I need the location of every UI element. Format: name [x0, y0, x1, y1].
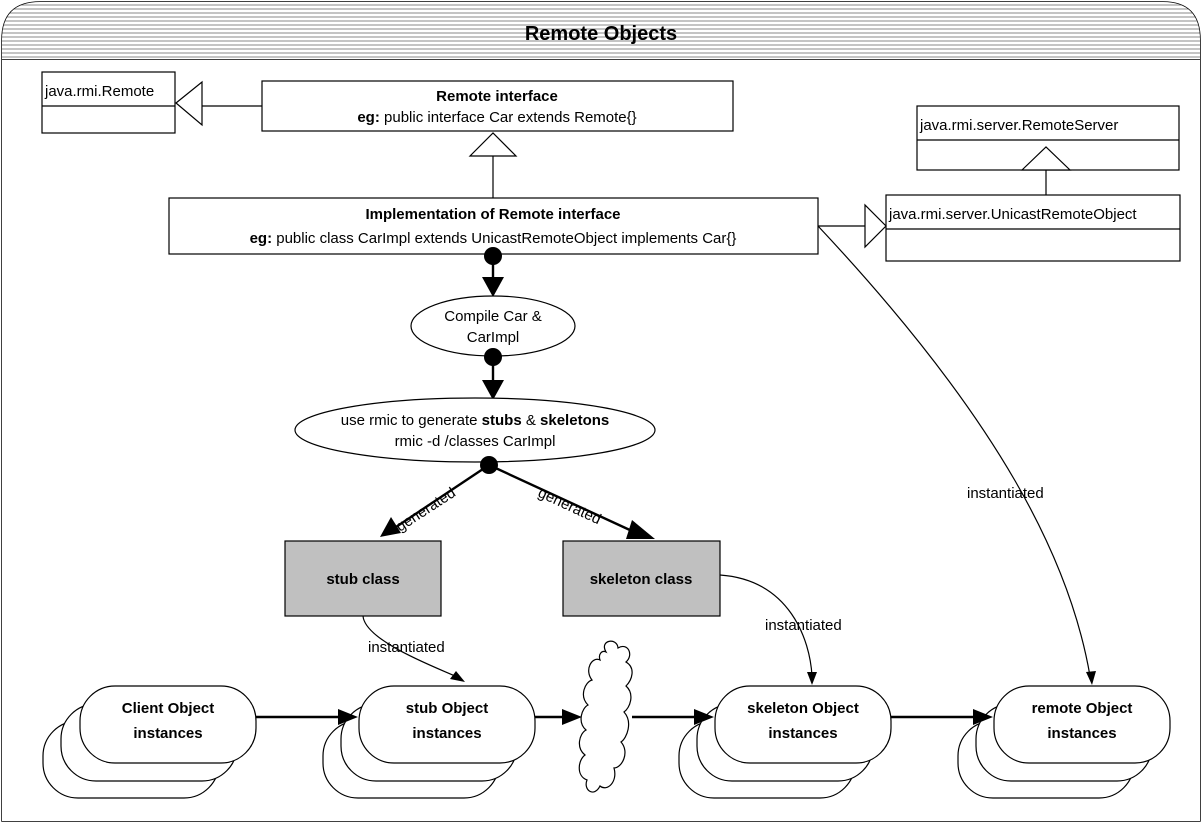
extends-remote-server-edge	[1020, 146, 1072, 195]
unicast-remote-object-box: java.rmi.server.UnicastRemoteObject	[885, 194, 1181, 262]
compile-step: Compile Car & CarImpl	[410, 295, 576, 357]
compile-line-2: CarImpl	[467, 329, 520, 346]
implementation-example: eg: public class CarImpl extends Unicast…	[250, 230, 737, 247]
rmic-step: use rmic to generate stubs & skeletons r…	[294, 397, 656, 463]
instantiated-edges: instantiated instantiated instantiated	[362, 225, 1096, 685]
stub-object-line-1: stub Object	[406, 700, 489, 717]
remote-server-label: java.rmi.server.RemoteServer	[919, 117, 1118, 134]
stub-class-label: stub class	[326, 571, 399, 588]
call-chain-arrows	[256, 709, 993, 725]
implements-remote-interface-edge	[468, 132, 518, 198]
java-rmi-remote-label: java.rmi.Remote	[44, 83, 154, 100]
client-object-line-1: Client Object	[122, 700, 215, 717]
skeleton-class-label: skeleton class	[590, 571, 693, 588]
client-object-instances: Client Object instances	[42, 685, 257, 799]
java-rmi-remote-box: java.rmi.Remote	[41, 71, 176, 134]
skeleton-object-line-2: instances	[768, 725, 837, 742]
remote-interface-example: eg: public interface Car extends Remote{…	[357, 109, 636, 126]
extends-unicast-edge	[818, 203, 887, 249]
remote-interface-box: Remote interface eg: public interface Ca…	[261, 80, 734, 132]
remote-object-line-2: instances	[1047, 725, 1116, 742]
rmic-line-2: rmic -d /classes CarImpl	[395, 433, 556, 450]
compile-line-1: Compile Car &	[444, 308, 542, 325]
skeleton-class-box: skeleton class	[562, 540, 721, 617]
remote-object-instances: remote Object instances	[957, 685, 1171, 799]
diagram-title: Remote Objects	[525, 23, 677, 45]
flow-to-rmic	[482, 348, 504, 400]
skeleton-object-line-1: skeleton Object	[747, 700, 859, 717]
instantiated-skeleton-label: instantiated	[765, 617, 842, 634]
skeleton-object-instances: skeleton Object instances	[678, 685, 892, 799]
client-object-line-2: instances	[133, 725, 202, 742]
remote-object-line-1: remote Object	[1032, 700, 1133, 717]
instantiated-stub-label: instantiated	[368, 639, 445, 656]
extends-remote-edge	[175, 80, 262, 127]
remote-interface-heading: Remote interface	[436, 88, 558, 105]
network-cloud-icon	[578, 640, 633, 793]
instantiated-remote-label: instantiated	[967, 485, 1044, 502]
implementation-heading: Implementation of Remote interface	[365, 206, 620, 223]
stub-object-instances: stub Object instances	[322, 685, 536, 799]
stub-object-line-2: instances	[412, 725, 481, 742]
unicast-remote-object-label: java.rmi.server.UnicastRemoteObject	[888, 206, 1137, 223]
rmic-line-1: use rmic to generate stubs & skeletons	[341, 412, 609, 429]
implementation-box: Implementation of Remote interface eg: p…	[168, 197, 819, 255]
stub-class-box: stub class	[284, 540, 442, 617]
flow-to-compile	[482, 247, 504, 297]
